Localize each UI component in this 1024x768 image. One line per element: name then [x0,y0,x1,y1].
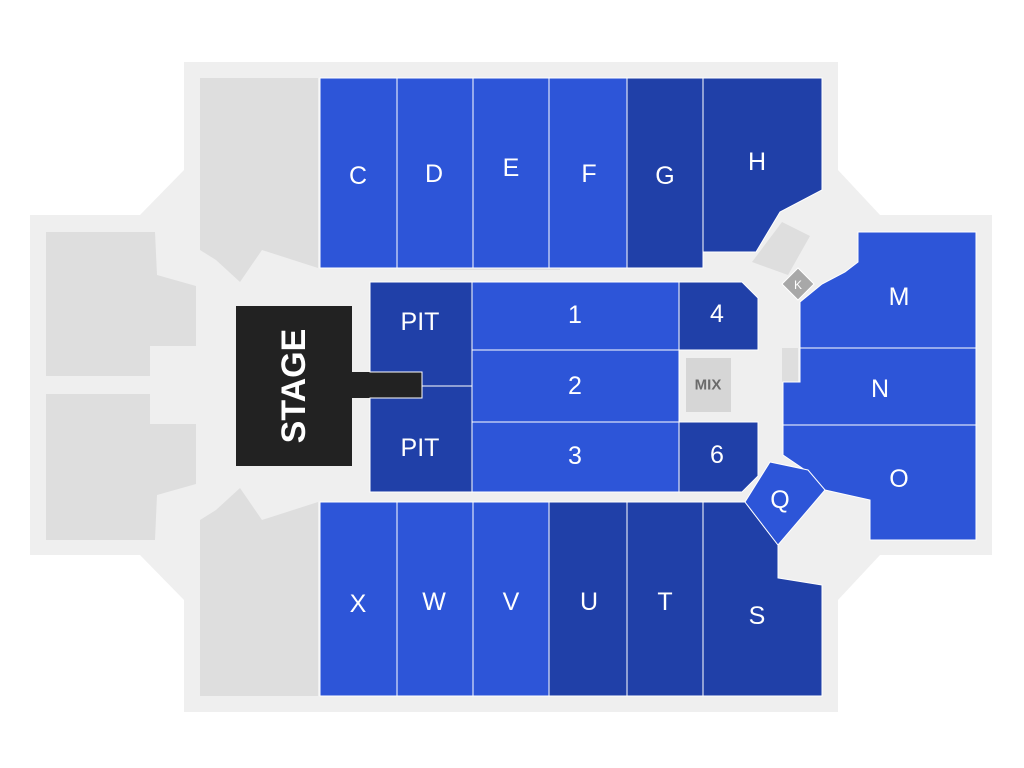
section-c[interactable] [319,77,398,269]
unavailable-block-left-lower [46,394,196,540]
section-f[interactable] [548,77,628,269]
section-q[interactable] [744,461,826,546]
upper-sections [319,77,823,269]
floor-sections [369,281,759,493]
section-floor-4[interactable] [678,281,759,351]
lower-sections [319,501,823,697]
section-pit-bottom[interactable] [369,385,473,493]
section-floor-1[interactable] [471,281,680,351]
section-floor-3[interactable] [471,421,680,493]
section-floor-2[interactable] [471,349,680,423]
section-d[interactable] [396,77,474,269]
section-h[interactable] [702,77,823,253]
section-u[interactable] [548,501,628,697]
section-n[interactable] [782,347,977,426]
section-t[interactable] [626,501,704,697]
section-e[interactable] [472,77,550,269]
side-sections [744,231,977,546]
mix-position [686,358,731,412]
section-o[interactable] [782,424,977,541]
section-k[interactable] [781,267,815,301]
section-v[interactable] [472,501,550,697]
section-g[interactable] [626,77,704,269]
stage [236,306,422,466]
unavailable-block-right-mid [782,348,798,382]
section-floor-6[interactable] [678,421,759,493]
unavailable-block-right-top [752,222,810,275]
stage-platform [236,306,352,466]
unavailable-block-bottom-left [200,488,318,696]
unavailable-areas [46,78,810,696]
section-w[interactable] [396,501,474,697]
section-m[interactable] [799,231,977,349]
stage-runway [350,372,422,398]
unavailable-block-left-upper [46,232,196,376]
section-pit-top[interactable] [369,281,473,387]
unavailable-block-top-left [200,78,318,282]
section-x[interactable] [319,501,398,697]
